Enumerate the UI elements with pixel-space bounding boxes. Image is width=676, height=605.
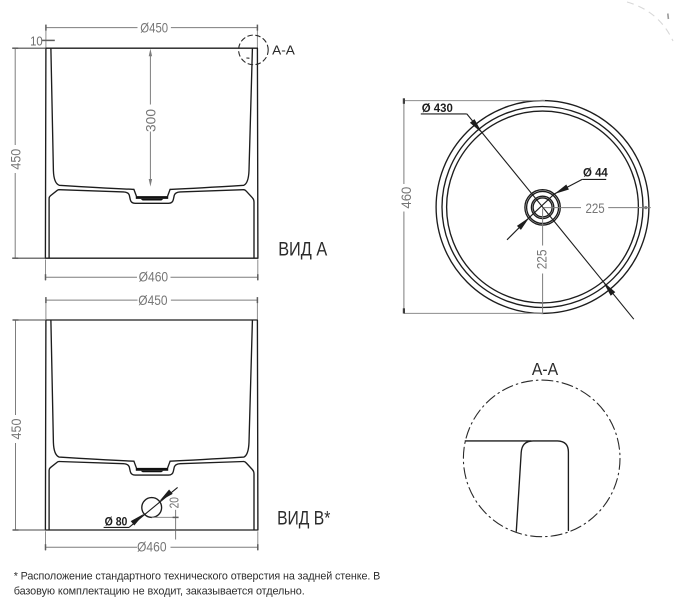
front-detail-marker: A-A: [238, 34, 295, 66]
front-view-pedestal-right: [243, 189, 255, 259]
back-view-inner-wall-left: [50, 320, 135, 462]
front-view-drain-slot: [135, 196, 169, 199]
top-dim-drain-text: Ø 44: [583, 166, 608, 180]
front-view-drain-flange: [140, 198, 164, 201]
top-dim-bowl-arrow-upper: [469, 119, 483, 134]
back-dim-top-diameter: Ø450: [45, 293, 259, 320]
front-dim-rim-text: 10: [30, 34, 43, 48]
back-view-drain-lip: [133, 460, 171, 469]
top-dim-center-horizontal: 225: [543, 201, 651, 216]
back-view-inner-wall-right: [169, 320, 254, 462]
detail-marker-label: A-A: [272, 42, 295, 57]
front-view-drain-lip: [133, 188, 171, 197]
section-view-label: A-A: [532, 359, 559, 379]
corner-arc: [626, 1, 674, 42]
top-dim-center-h-dot: [644, 206, 648, 210]
back-view-drain-slot: [135, 467, 169, 471]
footnote: * Расположение стандартного технического…: [14, 570, 381, 597]
detail-marker-circle: [238, 34, 269, 66]
section-wall-profile: [515, 440, 570, 532]
back-dim-offset-text: 20: [168, 497, 182, 508]
top-view: Ø 430 Ø 44 460 225 225: [399, 98, 651, 320]
front-view-underbowl-line: [58, 189, 245, 204]
back-dim-hole: Ø 80: [103, 486, 178, 529]
top-dim-overall: 460: [399, 98, 545, 314]
top-dim-bowl-arrow-lower: [602, 281, 616, 296]
back-dim-hole-arrow-lower: [130, 513, 145, 526]
top-dim-bowl-text: Ø 430: [422, 101, 453, 115]
back-dim-base-text: Ø460: [137, 540, 167, 555]
footnote-line2: базовую комплектацию не входит, заказыва…: [14, 585, 305, 597]
back-view-underbowl-line: [58, 460, 245, 476]
top-dim-drain-arrow-upper: [554, 184, 569, 194]
top-dim-drain-diameter: Ø 44: [506, 166, 608, 241]
back-dim-top-text: Ø450: [138, 293, 167, 308]
front-view-right-wall: [256, 47, 259, 259]
back-view-pedestal-left: [48, 460, 60, 531]
front-view-pedestal-left: [48, 189, 60, 259]
section-view: A-A: [462, 359, 621, 538]
top-dim-overall-text: 460: [399, 186, 414, 208]
front-dim-depth-arrow-top: [148, 48, 153, 57]
front-view-inner-wall-right: [169, 48, 254, 191]
front-view-left-wall: [44, 47, 47, 259]
back-dim-hole-offset: 20: [151, 497, 182, 540]
footnote-line1: * Расположение стандартного технического…: [14, 570, 381, 582]
back-dim-hole-text: Ø 80: [105, 515, 128, 529]
front-view-inner-wall-left: [50, 48, 135, 191]
back-dim-height-text: 450: [9, 418, 24, 439]
back-view-pedestal-right: [243, 460, 255, 531]
front-dim-depth-arrow-bottom: [148, 179, 153, 187]
top-dim-drain-arrow-lower: [516, 217, 530, 230]
back-view-label: ВИД В*: [277, 508, 331, 529]
back-dim-height: 450: [9, 319, 46, 531]
front-dim-top-text: Ø450: [140, 21, 168, 36]
top-dim-drain-leader: [506, 178, 583, 241]
front-dim-height: 450: [9, 47, 46, 259]
front-dim-base-text: Ø460: [139, 270, 169, 285]
back-view-right-wall: [256, 319, 259, 531]
top-dim-bowl-diameter: Ø 430: [420, 101, 635, 320]
front-dim-base-diameter: Ø460: [44, 259, 259, 285]
front-dim-depth: 300: [144, 48, 159, 187]
front-dim-top-diameter: Ø450: [45, 21, 259, 48]
front-dim-height-text: 450: [9, 148, 24, 169]
front-dim-depth-text: 300: [144, 109, 159, 132]
top-dim-center-vertical: 225: [535, 208, 550, 314]
front-dim-rim: 10: [30, 34, 55, 48]
front-view: Ø450 10 450 300: [9, 21, 328, 285]
top-dim-center-v-text: 225: [535, 249, 550, 269]
corner-artifact: [626, 1, 674, 42]
corner-dash: [667, 13, 670, 20]
back-dim-hole-arrow-upper: [159, 489, 173, 502]
top-dim-center-h-text: 225: [585, 201, 605, 216]
front-view-label: ВИД А: [278, 239, 327, 260]
back-view-left-wall: [44, 319, 47, 531]
back-view: Ø450 450 Ø460 Ø 80: [9, 293, 331, 554]
back-view-drain-flange: [140, 470, 164, 473]
back-view-outline: [44, 319, 259, 531]
back-dim-base-diameter: Ø460: [44, 531, 259, 555]
section-boundary-circle: [462, 379, 621, 538]
